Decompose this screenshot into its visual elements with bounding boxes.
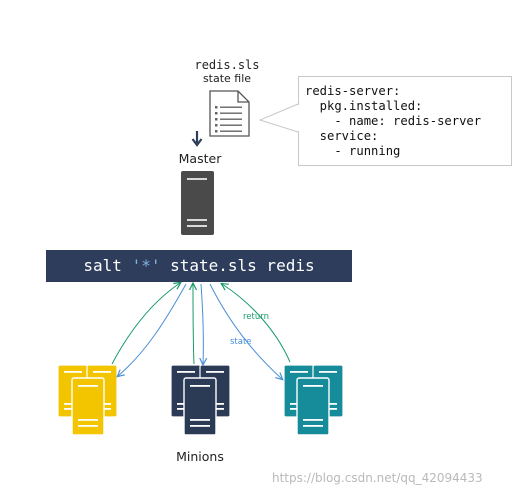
state-file-code-box: redis-server: pkg.installed: - name: red… — [298, 76, 512, 166]
master-label: Master — [178, 151, 222, 166]
master-server-icon — [181, 171, 214, 235]
state-file-name: redis.sls — [194, 58, 260, 72]
code-line: - running — [305, 144, 401, 158]
state-label: state — [230, 337, 252, 347]
code-line: service: — [305, 129, 379, 143]
return-label: return — [243, 312, 269, 322]
minion-group-teal — [283, 364, 344, 436]
return-arrow-navy — [193, 284, 194, 365]
minion-group-navy — [170, 364, 231, 436]
server-icon — [296, 377, 330, 436]
state-arrow-yellow — [118, 283, 187, 376]
code-content: redis-server: pkg.installed: - name: red… — [299, 77, 511, 159]
return-arrow-teal — [222, 284, 291, 363]
minion-group-yellow — [57, 364, 118, 436]
command-target: '*' — [131, 256, 161, 275]
command-bar: salt '*' state.sls redis — [46, 250, 352, 282]
server-icon — [183, 377, 217, 436]
state-file-label: redis.sls state file — [176, 58, 278, 86]
minions-label: Minions — [176, 449, 224, 464]
server-icon — [71, 377, 105, 436]
down-arrow-icon — [191, 131, 203, 147]
state-file-caption: state file — [202, 72, 252, 85]
return-arrows — [111, 283, 291, 365]
code-line: pkg.installed: — [305, 99, 423, 113]
return-arrow-yellow — [111, 283, 180, 365]
command-prefix: salt — [83, 256, 132, 275]
code-line: - name: redis-server — [305, 114, 482, 128]
watermark: https://blog.csdn.net/qq_42094433 — [272, 471, 483, 485]
document-icon — [209, 90, 250, 137]
state-arrow-navy — [201, 283, 203, 364]
code-line: redis-server: — [305, 84, 401, 98]
state-arrow-teal — [209, 283, 282, 379]
command-suffix: state.sls redis — [160, 256, 315, 275]
state-arrows — [118, 283, 282, 379]
callout-pointer — [258, 103, 300, 133]
